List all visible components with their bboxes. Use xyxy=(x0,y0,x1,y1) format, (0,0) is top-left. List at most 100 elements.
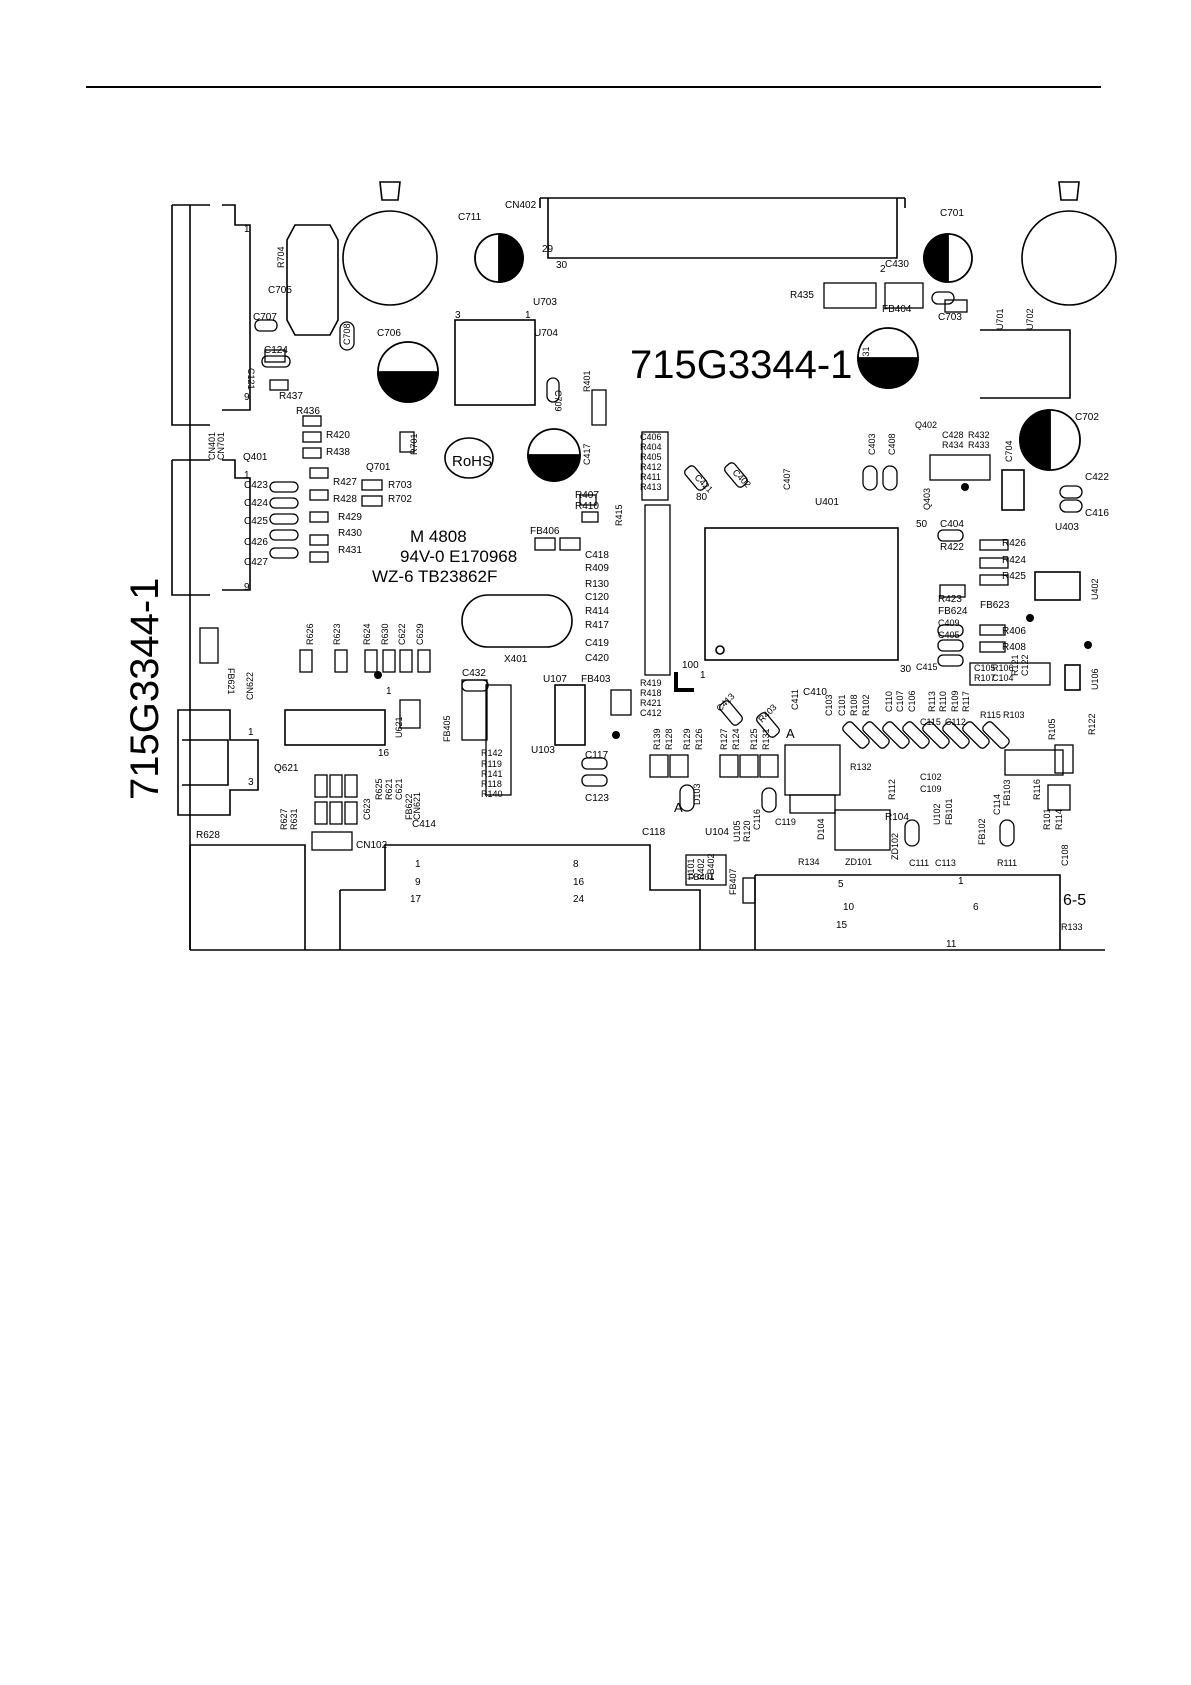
ref-label: FB406 xyxy=(530,526,560,537)
ref-label: C124 xyxy=(264,345,288,356)
ref-label: C701 xyxy=(940,208,964,219)
ref-label: CN622 xyxy=(245,672,255,700)
pin-label: 15 xyxy=(836,920,848,931)
ref-label: R415 xyxy=(614,504,624,526)
marking-wz: WZ-6 TB23862F xyxy=(372,567,497,586)
ref-label: C119 xyxy=(775,817,796,827)
ref-label: R403 xyxy=(756,702,778,724)
ref-label: R112 xyxy=(887,779,897,800)
ref-label: R621 xyxy=(384,778,394,800)
ref-label: C408 xyxy=(887,433,897,455)
ref-label: FB407 xyxy=(728,868,738,895)
ref-label: R426 xyxy=(1002,538,1026,549)
ref-label: R125 xyxy=(749,728,759,750)
ref-label: D103 xyxy=(692,783,702,805)
ref-label: C403 xyxy=(867,433,877,455)
ref-label: R431 xyxy=(338,545,362,556)
ref-label: D104 xyxy=(816,818,826,840)
ref-label: CN701 xyxy=(216,432,226,460)
ref-label: FB405 xyxy=(442,715,452,742)
ref-label: C108 xyxy=(1060,844,1070,866)
ref-label: R109 xyxy=(950,690,960,712)
ref-label: R434 xyxy=(942,440,964,450)
ref-label: R113 xyxy=(927,691,937,712)
ref-label: C122 xyxy=(1020,654,1030,676)
pin-label: 3 xyxy=(455,310,461,321)
ref-label: R630 xyxy=(380,623,390,645)
ref-label: R116 xyxy=(1032,779,1042,800)
ref-label: C409 xyxy=(938,618,960,628)
ref-label: R435 xyxy=(790,290,814,301)
ref-label: C704 xyxy=(1004,440,1014,462)
ref-label: R703 xyxy=(388,480,412,491)
ref-label: R425 xyxy=(1002,571,1026,582)
ref-label: C407 xyxy=(782,468,792,490)
ref-label: R117 xyxy=(961,691,971,712)
ref-label: R108 xyxy=(849,694,859,716)
ref-label: C423 xyxy=(244,480,268,491)
ref-label: FB621 xyxy=(226,668,236,695)
ref-label: R102 xyxy=(861,694,871,716)
pin-label: 8 xyxy=(573,859,579,870)
ref-label: R627 xyxy=(279,808,289,830)
ref-label: C708 xyxy=(342,323,352,345)
ref-label: R132 xyxy=(850,762,872,772)
ref-label: C109 xyxy=(920,784,942,794)
ref-label: C424 xyxy=(244,498,268,509)
ref-label: C102 xyxy=(920,772,942,782)
ref-label: U101 xyxy=(686,858,696,880)
ref-label: R417 xyxy=(585,620,609,631)
ref-label: FB402 xyxy=(706,853,716,880)
ref-label: C123 xyxy=(585,793,609,804)
ref-label: R414 xyxy=(585,606,609,617)
ref-label: R402 xyxy=(696,858,706,880)
pin-label: 1 xyxy=(415,859,421,870)
ref-label: R118 xyxy=(481,779,502,789)
ref-label: R119 xyxy=(481,759,502,769)
pin-label: 30 xyxy=(900,664,912,675)
ref-label: R134 xyxy=(798,857,820,867)
ref-label: R704 xyxy=(276,246,286,268)
ref-label: R141 xyxy=(481,769,503,779)
ref-label: R126 xyxy=(694,728,704,750)
ref-label: R101 xyxy=(1042,808,1052,830)
ref-label: U104 xyxy=(705,827,729,838)
ref-label: C415 xyxy=(916,662,938,672)
ref-label: CN402 xyxy=(505,200,537,211)
pin-label: 24 xyxy=(573,894,585,905)
ref-label: R438 xyxy=(326,447,350,458)
pin-label: 50 xyxy=(916,519,928,530)
ref-label: U702 xyxy=(1025,308,1035,330)
ref-label: U621 xyxy=(394,716,404,738)
ref-label: R430 xyxy=(338,528,362,539)
ref-label: R107 xyxy=(974,673,996,683)
ref-label: R631 xyxy=(289,808,299,830)
pin-label: 16 xyxy=(378,748,390,759)
ref-label: R429 xyxy=(338,512,362,523)
ref-label: Q403 xyxy=(922,488,932,510)
ref-label: R433 xyxy=(968,440,990,450)
ref-label: C113 xyxy=(935,858,956,868)
ref-label: C115 xyxy=(920,717,941,727)
ref-label: R115 xyxy=(980,710,1001,720)
pin-label: 10 xyxy=(843,902,855,913)
ref-label: C432 xyxy=(462,668,486,679)
ref-label: C621 xyxy=(394,778,404,800)
ref-label: R114 xyxy=(1054,809,1064,830)
pin-label: 2 xyxy=(880,264,886,275)
pin-label: 16 xyxy=(573,877,585,888)
pin-label: A xyxy=(674,800,683,815)
ref-label: CN621 xyxy=(412,792,422,820)
ref-label: C110 xyxy=(884,691,894,712)
pin-label: 80 xyxy=(696,492,708,503)
ref-label: C107 xyxy=(895,690,905,712)
pin-label: 29 xyxy=(542,244,554,255)
ref-label: R142 xyxy=(481,748,503,758)
ref-label: C413 xyxy=(714,691,736,713)
ref-label: R139 xyxy=(652,728,662,750)
ref-label: U102 xyxy=(932,803,942,825)
ref-label: R701 xyxy=(409,433,419,455)
ref-label: C430 xyxy=(885,259,909,270)
ref-label: C426 xyxy=(244,537,268,548)
